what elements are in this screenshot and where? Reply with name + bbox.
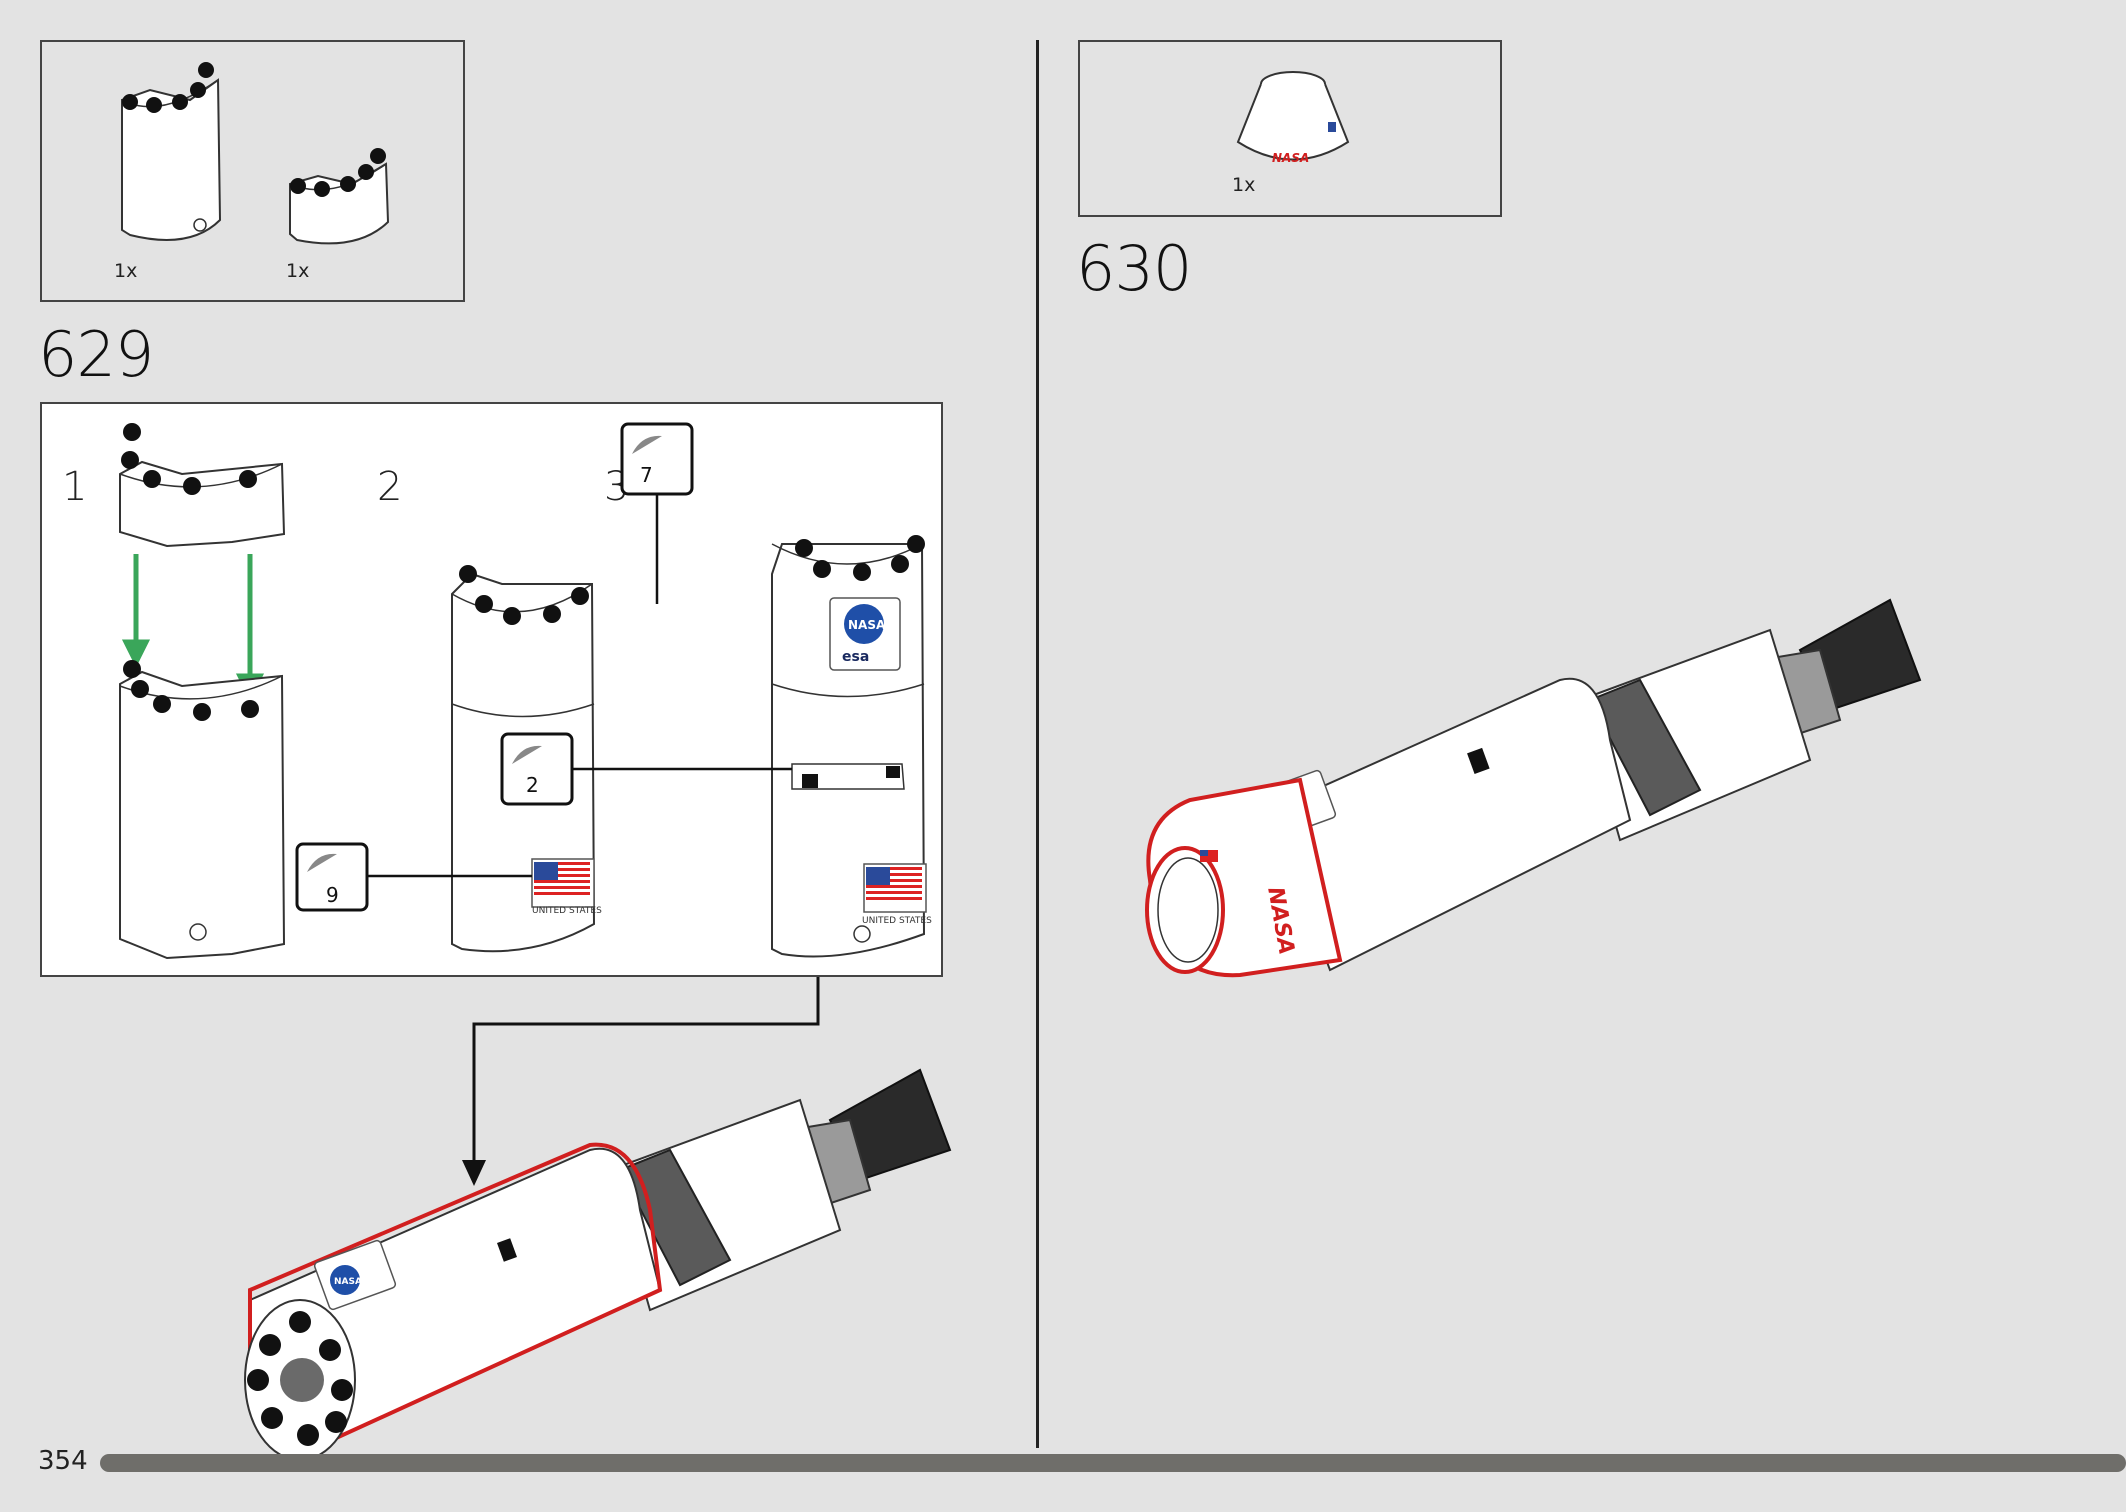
short-curved-wall-part-icon: [289, 148, 390, 245]
part-qty-nose-cone: 1x: [1232, 174, 1256, 196]
us-flag-icon: [531, 858, 595, 908]
flag-caption-substep-2: UNITED STATES: [532, 906, 602, 916]
svg-text:NASA: NASA: [334, 1277, 362, 1287]
page-divider: [1036, 40, 1039, 1448]
rocket-assembly-630: NASA: [1145, 598, 1922, 978]
page-number: 354: [38, 1446, 88, 1476]
us-flag-icon: [863, 863, 927, 913]
svg-text:NASA: NASA: [848, 618, 886, 632]
flag-caption-substep-3: UNITED STATES: [862, 916, 932, 926]
tall-curved-wall-part-icon: [121, 62, 222, 241]
svg-text:NASA: NASA: [1272, 151, 1309, 165]
substep-3-illustration: 7 NASA esa 2: [500, 422, 927, 958]
nose-cone-part-icon: NASA: [1236, 71, 1350, 165]
step-number-629: 629: [38, 318, 154, 391]
rocket-assembly-629: NASA: [244, 1068, 952, 1461]
parts-list-629: 1x 1x: [40, 40, 465, 302]
substep-label-2: 2: [377, 464, 403, 510]
progress-bar: [100, 1454, 2126, 1472]
part-qty-short-wall: 1x: [286, 260, 310, 282]
substep-label-1: 1: [62, 464, 88, 510]
us-flag-icon: [1200, 850, 1218, 862]
substep-panel-629: 1 2 3: [40, 402, 943, 977]
nasa-esa-logo-icon: NASA esa: [829, 597, 901, 671]
sticker-number-2: 2: [526, 773, 539, 797]
part-qty-tall-wall: 1x: [114, 260, 138, 282]
substep-1-illustration: [119, 423, 286, 960]
nasa-esa-logo-icon: NASA: [313, 1239, 397, 1311]
sticker-number-9: 9: [326, 883, 339, 907]
sticker-number-7: 7: [640, 463, 653, 487]
parts-list-630: NASA 1x: [1078, 40, 1502, 217]
svg-text:esa: esa: [842, 649, 869, 665]
step-number-630: 630: [1076, 232, 1192, 305]
